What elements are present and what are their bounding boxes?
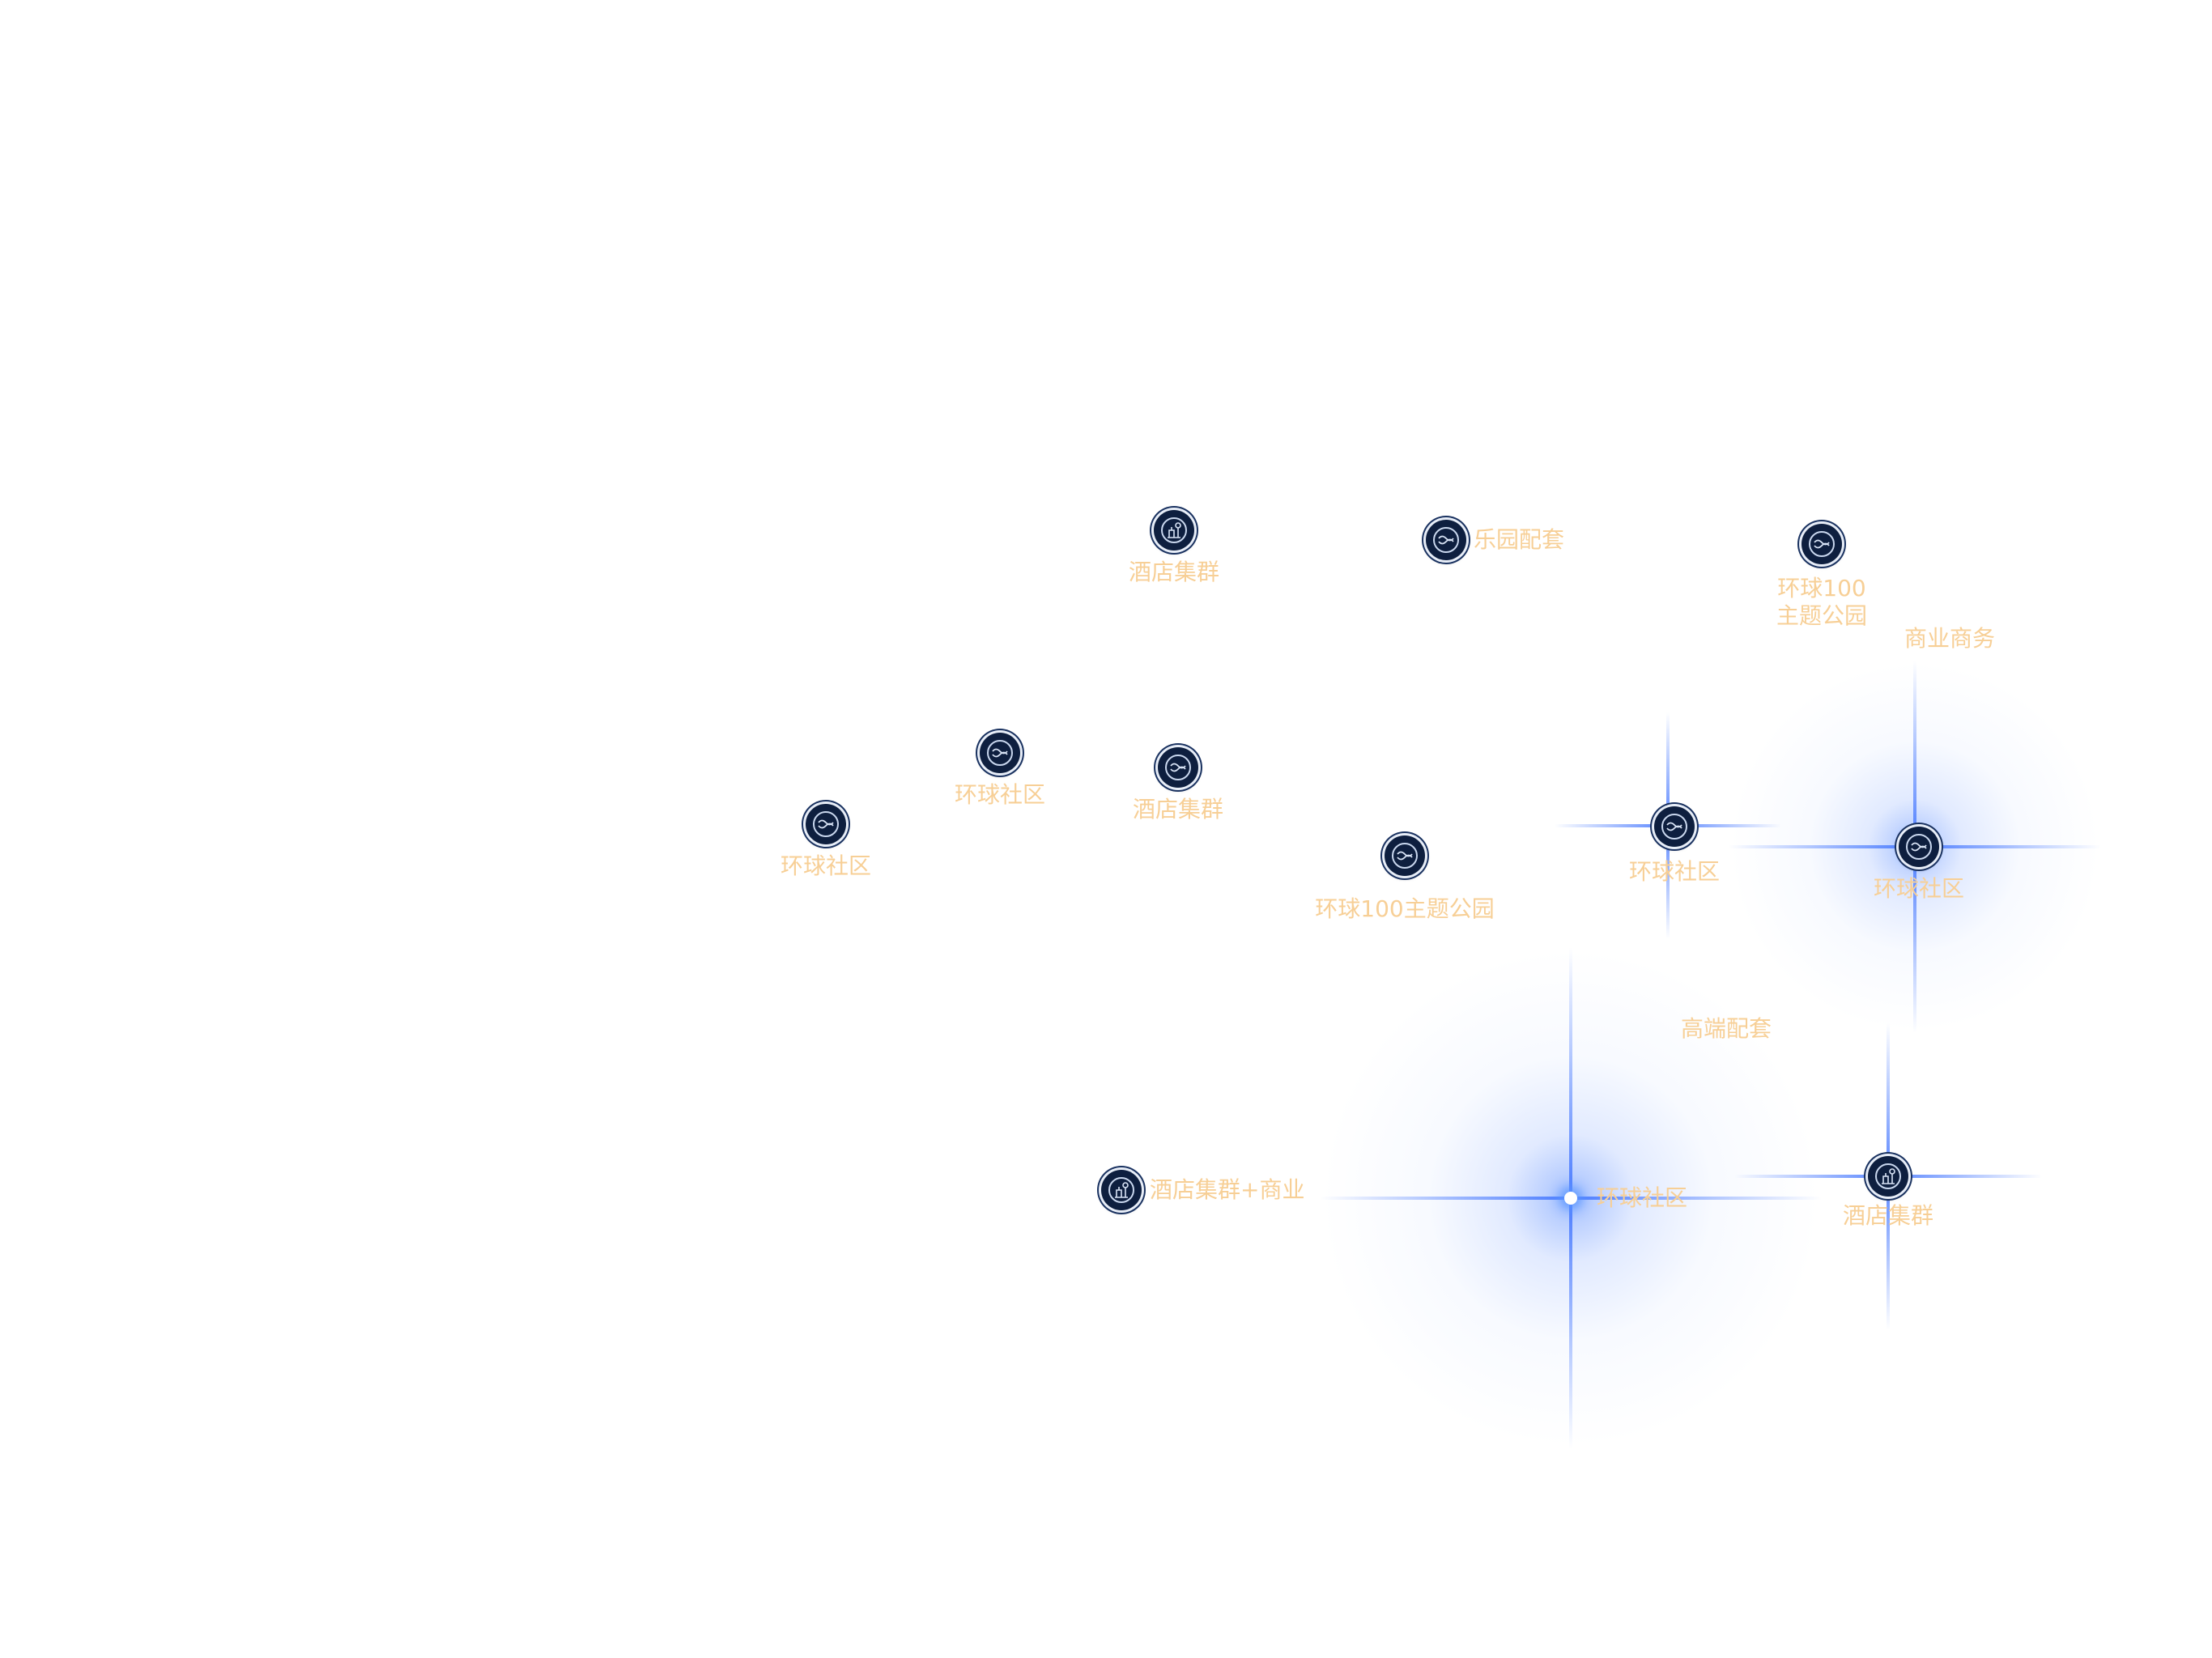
wave-icon: [1814, 539, 1830, 549]
map-marker-hotel-cluster-mid[interactable]: [1158, 747, 1198, 788]
marker-label[interactable]: 环球社区: [780, 852, 872, 879]
wave-icon: [1170, 763, 1186, 772]
wave-icon: [1911, 842, 1927, 852]
hotel-icon: [1115, 1182, 1129, 1198]
map-marker-universal-community-right[interactable]: [1899, 827, 1939, 867]
area-label-community-lower[interactable]: 环球社区: [1597, 1184, 1688, 1211]
map-marker-hotel-cluster-lower[interactable]: [1868, 1156, 1908, 1197]
map-marker-universal-community-left[interactable]: [806, 804, 846, 844]
hotel-icon: [1168, 522, 1181, 538]
map-marker-hotel-cluster-top[interactable]: [1154, 510, 1194, 551]
map-marker-theme-park[interactable]: [1385, 835, 1425, 876]
wave-icon: [1438, 535, 1454, 545]
map-marker-universal-community-mid[interactable]: [1654, 806, 1695, 847]
marker-label[interactable]: 环球社区: [1628, 858, 1721, 885]
area-label-business[interactable]: 商业商务: [1904, 625, 1996, 652]
wave-icon: [1666, 822, 1682, 831]
map-marker-universal-community[interactable]: [980, 733, 1020, 773]
wave-icon: [818, 819, 834, 829]
marker-label[interactable]: 酒店集群: [1128, 559, 1220, 585]
marker-label[interactable]: 环球100主题公园: [1315, 895, 1495, 922]
marker-label[interactable]: 环球社区: [954, 781, 1046, 808]
marker-label[interactable]: 酒店集群: [1842, 1202, 1934, 1229]
area-label-high-end[interactable]: 高端配套: [1680, 1015, 1772, 1042]
map-marker-universal-100[interactable]: [1802, 524, 1842, 564]
marker-label[interactable]: 环球社区: [1873, 875, 1965, 902]
map-marker-hotel-commercial[interactable]: [1101, 1170, 1142, 1210]
marker-label[interactable]: 环球100 主题公园: [1776, 575, 1868, 629]
wave-icon: [1397, 851, 1413, 861]
map-marker-park-amenities[interactable]: [1426, 520, 1466, 560]
marker-label[interactable]: 酒店集群+商业: [1150, 1176, 1305, 1203]
marker-label[interactable]: 酒店集群: [1132, 796, 1224, 823]
wave-icon: [992, 748, 1008, 758]
hotel-icon: [1882, 1168, 1895, 1184]
marker-label[interactable]: 乐园配套: [1474, 526, 1565, 553]
